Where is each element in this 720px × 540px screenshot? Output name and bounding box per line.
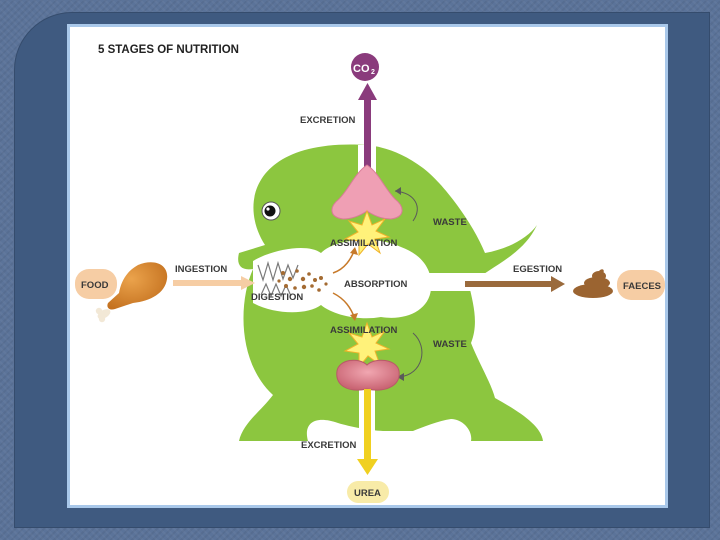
faeces-badge	[617, 270, 665, 300]
creature-eye	[261, 201, 281, 221]
assimilation-top-label: ASSIMILATION	[330, 238, 398, 249]
diagram-title: 5 STAGES OF NUTRITION	[98, 44, 239, 56]
waste-bottom-label: WASTE	[433, 339, 467, 350]
digestion-label: DIGESTION	[251, 292, 303, 303]
assimilation-bottom-label: ASSIMILATION	[330, 325, 398, 336]
urea-badge	[347, 481, 389, 503]
assimilation-top-star	[343, 209, 391, 257]
nutrition-diagram: 5 STAGES OF NUTRITION	[75, 44, 665, 503]
egestion-arrow	[465, 276, 565, 292]
waste-bottom-arrow	[398, 332, 423, 378]
food-particles	[277, 269, 328, 292]
egestion-label: EGESTION	[513, 264, 562, 275]
faeces-label: FAECES	[623, 281, 661, 292]
urea-label: UREA	[354, 488, 381, 499]
excretion-top-label: EXCRETION	[300, 115, 356, 126]
kidney-organ	[336, 359, 400, 391]
absorption-label: ABSORPTION	[344, 279, 407, 290]
diagram-frame: 5 STAGES OF NUTRITION	[67, 24, 668, 508]
co2-label: CO	[353, 63, 370, 75]
waste-top-label: WASTE	[433, 217, 467, 228]
upper-teeth	[257, 260, 299, 283]
ingestion-arrow	[173, 276, 255, 290]
ingestion-label: INGESTION	[175, 264, 227, 275]
co2-arrow	[358, 83, 377, 168]
assimilation-bottom-star	[343, 321, 391, 369]
food-badge	[75, 269, 117, 299]
urea-arrow	[357, 389, 378, 475]
faeces-icon	[573, 269, 613, 298]
food-label: FOOD	[81, 280, 109, 291]
co2-subscript: 2	[371, 69, 375, 76]
co2-badge: CO 2	[351, 53, 379, 81]
mouth-cavity	[253, 239, 432, 319]
excretion-bottom-label: EXCRETION	[301, 440, 357, 451]
chicken-leg-icon	[95, 262, 168, 323]
